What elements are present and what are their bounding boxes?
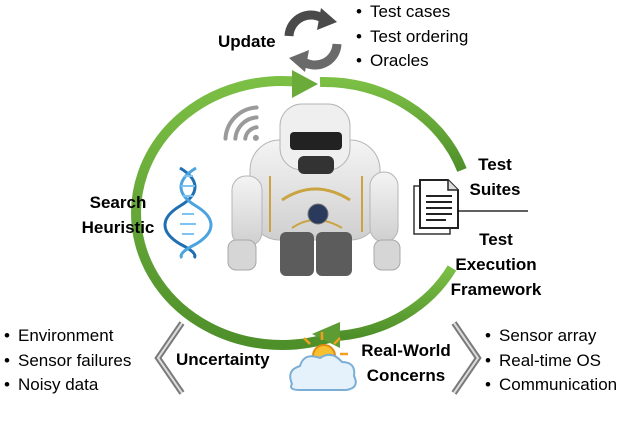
update-list: Test cases Test ordering Oracles [356, 0, 468, 74]
real-world-concerns-label: Real-World Concerns [358, 338, 454, 388]
list-item: Sensor failures [4, 349, 131, 374]
test-suites-label: Test Suites [460, 152, 530, 202]
arc-left-arrowhead [292, 70, 318, 98]
list-item: Test cases [356, 0, 468, 25]
list-item: Communication [485, 373, 617, 398]
uncertainty-label: Uncertainty [176, 350, 270, 370]
suites-line-1: Test [460, 152, 530, 177]
search-line-1: Search [72, 190, 164, 215]
suites-line-2: Suites [460, 177, 530, 202]
document-icon [414, 180, 458, 234]
list-item: Oracles [356, 49, 468, 74]
exec-line-3: Framework [444, 277, 548, 302]
exec-line-2: Execution [444, 252, 548, 277]
list-item: Noisy data [4, 373, 131, 398]
real-world-list: Sensor array Real-time OS Communication [485, 324, 617, 398]
search-line-2: Heuristic [72, 215, 164, 240]
update-label: Update [218, 32, 276, 52]
chevron-right-icon [454, 323, 478, 393]
arc-bottom-right [338, 268, 452, 336]
list-item: Environment [4, 324, 131, 349]
dna-icon [165, 168, 211, 258]
real-world-line-2: Concerns [358, 363, 454, 388]
list-item: Test ordering [356, 25, 468, 50]
real-world-line-1: Real-World [358, 338, 454, 363]
exec-line-1: Test [444, 227, 548, 252]
recycle-arrows-icon [289, 8, 337, 72]
uncertainty-list: Environment Sensor failures Noisy data [4, 324, 131, 398]
list-item: Real-time OS [485, 349, 617, 374]
list-item: Sensor array [485, 324, 617, 349]
search-heuristic-label: Search Heuristic [72, 190, 164, 240]
test-execution-framework-label: Test Execution Framework [444, 227, 548, 302]
